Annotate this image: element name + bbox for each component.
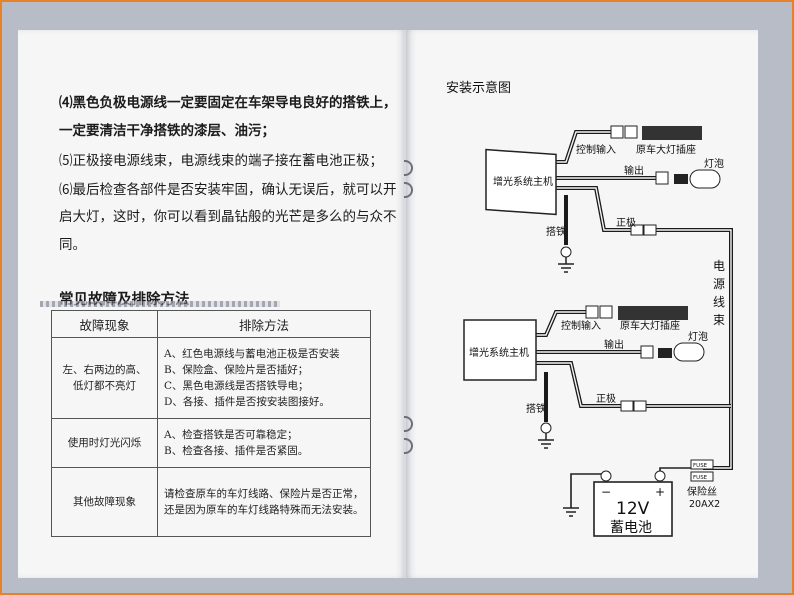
bulb-label: 灯泡 — [704, 157, 724, 170]
bulb-base-icon — [674, 174, 688, 184]
symptom-line: 左、右两边的高、 — [62, 364, 147, 376]
scan-artifact-stripe — [40, 301, 280, 307]
positive-label: 正极 — [596, 392, 616, 405]
method-line: 请检查原车的车灯线路、保险片是否正常， — [164, 488, 364, 500]
ground-label: 搭铁 — [526, 402, 546, 415]
method-line: 还是因为原车的车灯线路特殊而无法安装。 — [164, 504, 364, 516]
symptom-cell: 左、右两边的高、 低灯都不亮灯 — [51, 337, 158, 419]
connector-icon — [624, 125, 638, 139]
method-line: C、黑色电源线是否搭铁导电； — [164, 380, 309, 392]
harness-label-char: 束 — [713, 313, 725, 327]
binding-ring — [404, 416, 413, 432]
output-label: 输出 — [624, 164, 644, 177]
car-socket-icon — [618, 306, 688, 320]
tip-6-line-1: ⑹最后检查各部件是否安装牢固，确认无误后，就可以开 — [59, 182, 397, 198]
fuse-icon — [690, 459, 714, 470]
harness-label-char: 源 — [713, 277, 725, 291]
car-socket-label: 原车大灯插座 — [620, 319, 680, 332]
connector-icon — [630, 224, 644, 236]
fuse-tag: FUSE — [693, 463, 708, 469]
fuse-rating: 20AX2 — [689, 499, 720, 510]
ground-terminal-icon — [560, 246, 572, 258]
method-cell: A、红色电源线与蓄电池正极是否安装 B、保险盒、保险片是否插好； C、黑色电源线… — [157, 337, 371, 419]
method-line: B、检查各接、插件是否紧固。 — [164, 445, 309, 457]
symptom-cell: 使用时灯光闪烁 — [51, 418, 158, 468]
ground-label: 搭铁 — [546, 225, 566, 238]
module-box — [463, 319, 537, 381]
tip-6-line-3: 同。 — [59, 237, 86, 253]
connector-icon — [610, 125, 624, 139]
binding-ring — [404, 160, 413, 176]
bulb-base-icon — [658, 348, 672, 358]
tip-5: ⑸正极接电源线束，电源线束的端子接在蓄电池正极； — [59, 153, 383, 169]
right-page — [406, 30, 758, 578]
method-cell: 请检查原车的车灯线路、保险片是否正常， 还是因为原车的车灯线路特殊而无法安装。 — [157, 467, 371, 537]
output-label: 输出 — [604, 338, 624, 351]
tip-4-line-1: ⑷黑色负极电源线一定要固定在车架导电良好的搭铁上， — [59, 95, 397, 111]
battery-label: 蓄电池 — [610, 520, 652, 536]
bulb-label: 灯泡 — [688, 330, 708, 343]
harness-label-char: 电 — [713, 259, 725, 273]
table-row: 左、右两边的高、 低灯都不亮灯 A、红色电源线与蓄电池正极是否安装 B、保险盒、… — [51, 337, 371, 419]
ground-symbol-icon — [538, 433, 554, 449]
module-label: 增光系统主机 — [469, 346, 529, 359]
fuse-tag: FUSE — [693, 475, 708, 481]
battery-assembly: − + 12V 蓄电池 FUSE FUSE 保险丝 20AX2 — [563, 459, 720, 537]
symptom-cell: 其他故障现象 — [51, 467, 158, 537]
diagram-title: 安装示意图 — [446, 80, 511, 96]
control-input-label: 控制输入 — [561, 319, 601, 332]
ground-symbol-icon — [558, 257, 574, 273]
table-row: 其他故障现象 请检查原车的车灯线路、保险片是否正常， 还是因为原车的车灯线路特殊… — [51, 467, 371, 537]
connector-icon — [585, 305, 599, 319]
ground-terminal-icon — [540, 422, 552, 434]
bottom-unit: 增光系统主机 控制输入 原车大灯插座 输出 灯泡 正极 搭铁 — [463, 305, 731, 449]
method-line: A、检查搭铁是否可靠稳定； — [164, 429, 298, 441]
binding-ring — [404, 182, 413, 198]
positive-label: 正极 — [616, 216, 636, 229]
module-box — [485, 148, 557, 216]
battery-plus-sign: + — [655, 485, 665, 499]
bulb-icon — [689, 169, 721, 189]
top-unit: 增光系统主机 控制输入 原车大灯插座 输出 灯泡 正极 搭铁 — [485, 125, 733, 470]
method-cell: A、检查搭铁是否可靠稳定； B、检查各接、插件是否紧固。 — [157, 418, 371, 468]
table-header-method: 排除方法 — [157, 310, 371, 338]
car-socket-label: 原车大灯插座 — [636, 143, 696, 156]
method-line: B、保险盒、保险片是否插好； — [164, 364, 309, 376]
connector-icon — [599, 305, 613, 319]
car-socket-icon — [642, 126, 702, 140]
table-header-symptom: 故障现象 — [51, 310, 158, 338]
battery-minus-sign: − — [601, 485, 611, 499]
method-line: A、红色电源线与蓄电池正极是否安装 — [164, 348, 340, 360]
ground-symbol-icon — [563, 507, 579, 517]
harness-label-char: 线 — [713, 295, 725, 309]
connector-icon — [633, 400, 647, 412]
connector-icon — [640, 345, 654, 359]
table-row: 使用时灯光闪烁 A、检查搭铁是否可靠稳定； B、检查各接、插件是否紧固。 — [51, 418, 371, 468]
battery-terminal-icon — [600, 470, 612, 482]
symptom-line: 使用时灯光闪烁 — [67, 437, 142, 449]
fuse-label: 保险丝 — [687, 485, 717, 498]
connector-icon — [655, 171, 669, 185]
battery-terminal-icon — [654, 470, 666, 482]
fuse-icon — [690, 471, 714, 482]
control-input-label: 控制输入 — [576, 143, 616, 156]
module-label: 增光系统主机 — [493, 175, 553, 188]
connector-icon — [620, 400, 634, 412]
method-line: D、各接、插件是否按安装图接好。 — [164, 396, 330, 408]
connector-icon — [643, 224, 657, 236]
symptom-line: 低灯都不亮灯 — [73, 380, 136, 392]
troubleshooting-table: 故障现象 排除方法 左、右两边的高、 低灯都不亮灯 A、红色电源线与蓄电池正极是… — [51, 310, 371, 537]
symptom-line: 其他故障现象 — [73, 496, 136, 508]
battery-icon — [593, 481, 673, 537]
battery-voltage: 12V — [616, 499, 650, 519]
tip-6-line-2: 启大灯，这时，你可以看到晶钻般的光芒是多么的与众不 — [59, 209, 397, 225]
tip-4-line-2: 一定要清洁干净搭铁的漆层、油污； — [59, 123, 275, 139]
battery-ground-wire — [570, 473, 606, 508]
binding-ring — [404, 438, 413, 454]
installation-diagram: 安装示意图 增光系统主机 控制输入 原车大灯插座 输出 灯泡 — [446, 80, 733, 537]
bulb-icon — [673, 342, 705, 362]
